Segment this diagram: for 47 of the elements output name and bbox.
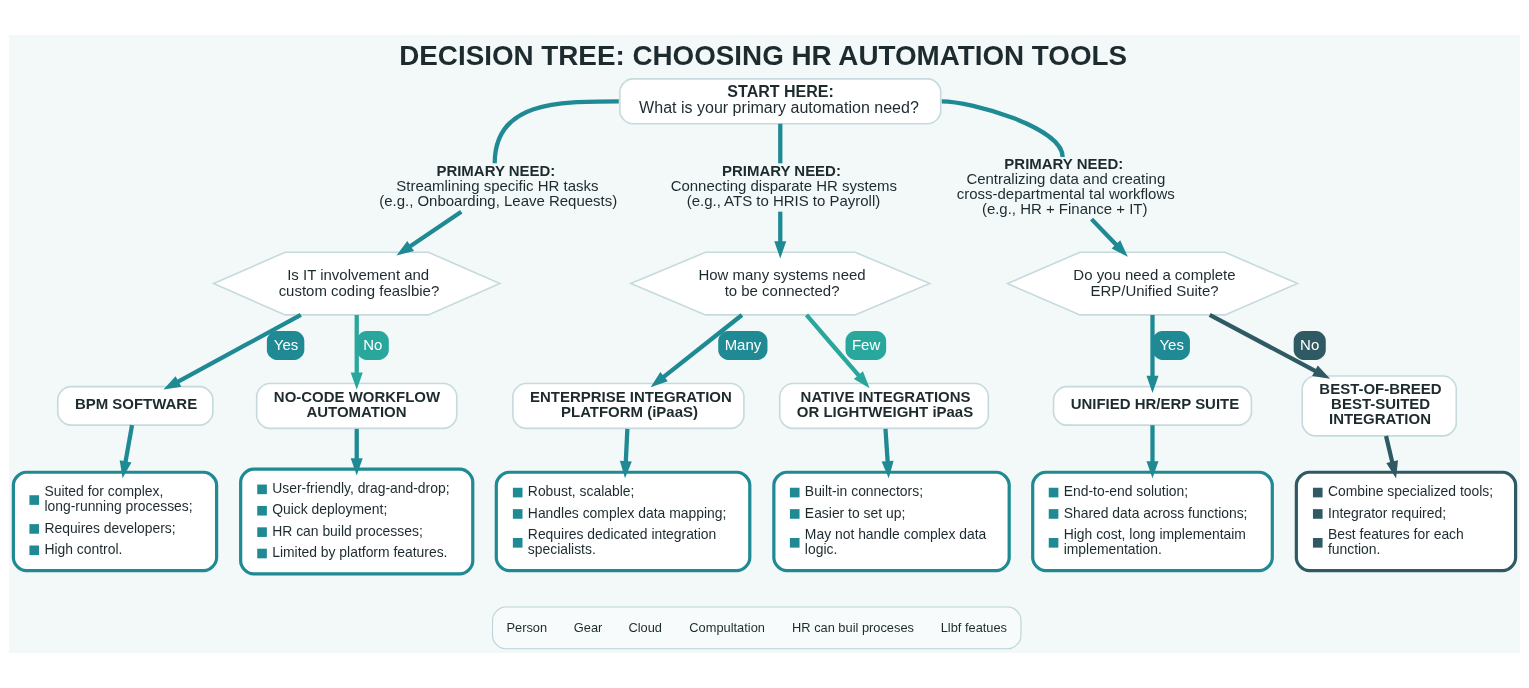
arrow — [1146, 425, 1159, 479]
arrow — [804, 313, 870, 389]
node-text: PRIMARY NEED: Streamlining specific HR tasks (e.g., Onboarding, Leave Requests) — [379, 162, 618, 210]
arrow — [119, 424, 135, 479]
legend-label: Gear — [573, 619, 603, 635]
arrow — [1146, 315, 1159, 393]
node-box: Combine specialized tools; Integrator required; Best features for each function. — [1294, 470, 1518, 573]
arrow — [350, 315, 363, 390]
node-box: User-friendly, drag-and-drop; Quick deployment; HR can build processes; Limited by platform features. — [239, 467, 475, 576]
node-box: End-to-end solution; Shared data across functions; High cost, long implementaim implementation. — [1031, 470, 1274, 573]
edge-label: Few — [851, 335, 881, 353]
node-text: PRIMARY NEED: Connecting disparate HR systems (e.g., ATS to HRIS to Payroll) — [670, 162, 897, 210]
node-box: ENTERPRISE INTEGRATION PLATFORM (iPaaS) — [512, 382, 745, 430]
legend-label: Compultation — [689, 619, 765, 635]
node-box: BPM SOFTWARE — [56, 385, 214, 426]
node-box: NATIVE INTEGRATIONS OR LIGHTWEIGHT iPaaS — [778, 382, 990, 430]
edge-label: Yes — [273, 335, 299, 353]
arrow — [619, 428, 632, 479]
node-box: Suited for complex, long-running processes; Requires developers; High control. — [11, 470, 219, 573]
legend-label: Cloud — [628, 619, 662, 635]
node-box: BEST-OF-BREED BEST-SUITED INTEGRATION — [1301, 375, 1458, 437]
arrow — [1090, 217, 1128, 257]
connector — [778, 123, 783, 164]
arrow — [650, 313, 744, 388]
connector — [492, 99, 619, 164]
arrow — [163, 313, 302, 390]
node-text: PRIMARY NEED: Centralizing data and creating cross-departmental tal workflows (e.g., HR + Finance + IT) — [956, 154, 1175, 217]
arrow — [881, 428, 894, 479]
arrow — [1383, 435, 1398, 479]
node-box: NO-CODE WORKFLOW AUTOMATION — [255, 382, 458, 430]
legend-label: Person — [506, 619, 548, 635]
connector — [941, 99, 1065, 158]
arrow — [1208, 313, 1331, 379]
arrow — [774, 211, 787, 259]
legend-label: Llbf featues — [940, 619, 1008, 635]
legend-label: HR can buil proceses — [792, 619, 914, 635]
arrow — [350, 428, 363, 476]
edge-label: No — [363, 335, 383, 353]
edge-label: No — [1300, 335, 1320, 353]
node-box: Robust, scalable; Handles complex data mapping; Requires dedicated integration specialists. — [494, 470, 752, 573]
diagram-title: DECISION TREE: CHOOSING HR AUTOMATION TOOLS — [399, 39, 1128, 71]
edge-label: Many — [724, 335, 762, 353]
edge-label: Yes — [1159, 335, 1184, 353]
arrow — [396, 209, 463, 256]
node-box: UNIFIED HR/ERP SUITE — [1052, 385, 1253, 426]
node-box: Built-in connectors; Easier to set up; May not handle complex data logic. — [772, 470, 1011, 573]
node-box: START HERE: What is your primary automation need? — [619, 78, 942, 125]
